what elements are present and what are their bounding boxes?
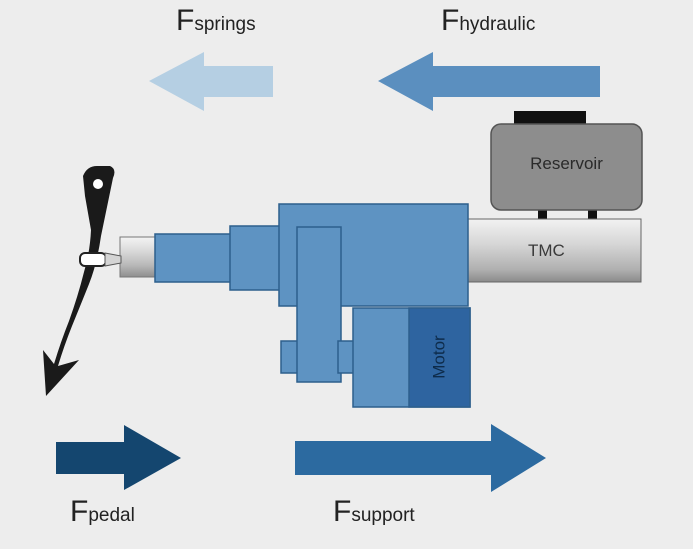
brake-pedal [43, 166, 122, 396]
reservoir-label: Reservoir [530, 154, 603, 173]
motor-label-box [408, 307, 471, 408]
springs-force-subscript: springs [194, 14, 256, 35]
hydraulic-force-label: Fhydraulic [441, 4, 535, 38]
springs-force-arrow [149, 52, 273, 111]
pedal-force-subscript: pedal [88, 505, 135, 526]
tmc-cylinder [467, 218, 642, 283]
motor-label: Motor [429, 335, 449, 379]
support-force-arrow [295, 424, 546, 492]
support-force-label: Fsupport [333, 495, 415, 529]
springs-force-symbol: F [176, 4, 195, 37]
pedal-force-arrow [56, 425, 181, 490]
hydraulic-force-subscript: hydraulic [459, 14, 536, 35]
pedal-force-symbol: F [70, 495, 89, 528]
hydraulic-force-arrow [378, 52, 600, 111]
reservoir [490, 111, 643, 222]
springs-force-label: Fsprings [176, 4, 256, 38]
support-force-symbol: F [333, 495, 352, 528]
tmc-label: TMC [528, 241, 565, 260]
support-force-subscript: support [351, 505, 415, 526]
pedal-force-label: Fpedal [70, 495, 135, 529]
hydraulic-force-symbol: F [441, 4, 460, 37]
